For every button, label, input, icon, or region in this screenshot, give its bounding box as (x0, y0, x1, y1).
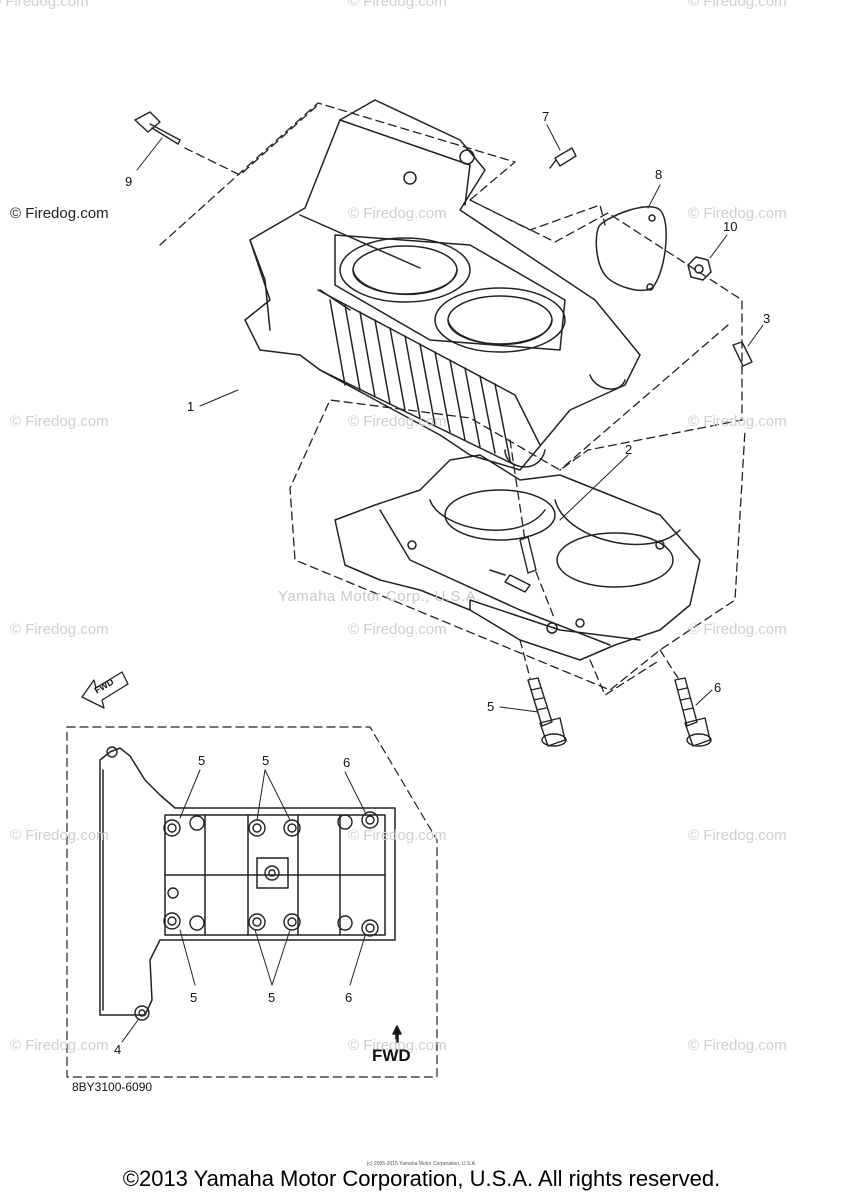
center-watermark: Yamaha Motor Corp., U.S.A. (278, 588, 481, 605)
watermark: © Firedog.com (688, 413, 787, 430)
inset-callout-5: 5 (268, 990, 276, 1005)
fitting-7 (549, 147, 577, 169)
callout-3: 3 (763, 311, 771, 326)
watermark: © Firedog.com (688, 827, 787, 844)
dash-2 (509, 439, 556, 621)
inset-callout-6: 6 (345, 990, 353, 1005)
small-print: (c) 2005-2015 Yamaha Motor Corporation, … (366, 1161, 477, 1167)
dash-6 (659, 649, 679, 679)
callout-1: 1 (187, 399, 195, 414)
leader-10 (709, 234, 728, 259)
upper-crankcase (244, 99, 641, 471)
watermark: © Firedog.com (688, 0, 787, 10)
inset-callout-4: 4 (114, 1042, 122, 1057)
leader-5 (499, 706, 539, 713)
lower-crankcase (334, 454, 701, 661)
nut-10 (687, 256, 712, 281)
leader-9 (136, 137, 163, 171)
lower-case-dash-outline (589, 659, 661, 696)
fwd-up-arrow-icon (392, 1025, 402, 1043)
watermark: © Firedog.com (348, 1037, 447, 1054)
bolt-9 (134, 111, 181, 145)
inset-callout-5: 5 (190, 990, 198, 1005)
dash-9 (184, 102, 321, 176)
callout-10: 10 (723, 219, 738, 234)
watermark: © Firedog.com (0, 0, 89, 10)
leader-2 (559, 454, 629, 521)
watermark: © Firedog.com (348, 205, 447, 222)
diagram-code: 8BY3100-6090 (72, 1080, 153, 1094)
dash-8 (469, 199, 606, 231)
fwd-arrow-icon (81, 671, 129, 709)
inset-dash-border (66, 726, 438, 1078)
callout-5: 5 (487, 699, 495, 714)
watermark: © Firedog.com (348, 0, 447, 10)
watermark: © Firedog.com (10, 1037, 109, 1054)
watermark: © Firedog.com (348, 621, 447, 638)
leader-3 (747, 324, 764, 347)
inset-callout-5: 5 (198, 753, 206, 768)
bolt-5 (527, 677, 567, 747)
dowel-pin-3 (732, 341, 753, 367)
dash-5 (519, 639, 531, 679)
upper-case-dash-outline (159, 102, 746, 691)
callout-9: 9 (125, 174, 133, 189)
inset-crankcase-bottom (99, 747, 396, 1016)
inset-leaders (121, 769, 366, 1043)
inset-callout-5: 5 (262, 753, 270, 768)
inset-callout-6: 6 (343, 755, 351, 770)
watermark: © Firedog.com (688, 205, 787, 222)
watermark: © Firedog.com (10, 827, 109, 844)
watermark: © Firedog.com (688, 1037, 787, 1054)
watermark: © Firedog.com (10, 621, 109, 638)
callout-7: 7 (542, 109, 550, 124)
watermark: © Firedog.com (10, 413, 109, 430)
callout-2: 2 (625, 442, 633, 457)
callout-6: 6 (714, 680, 722, 695)
dash-3 (559, 324, 729, 471)
callout-8: 8 (655, 167, 663, 182)
inset-fwd-label: FWD (372, 1046, 411, 1065)
cover-plate-8 (595, 205, 667, 292)
watermark: © Firedog.com (688, 621, 787, 638)
watermark: © Firedog.com (348, 827, 447, 844)
leader-1 (199, 389, 239, 407)
leader-6 (695, 689, 713, 706)
bolt-6 (674, 677, 712, 747)
inset-bolt-holes (106, 746, 379, 1021)
leader-7 (546, 124, 561, 151)
dowel-pin-2 (519, 536, 537, 574)
leader-8 (647, 184, 661, 209)
watermark: © Firedog.com (348, 413, 447, 430)
watermark: © Firedog.com (10, 205, 109, 222)
copyright-notice: ©2013 Yamaha Motor Corporation, U.S.A. A… (122, 1166, 721, 1191)
